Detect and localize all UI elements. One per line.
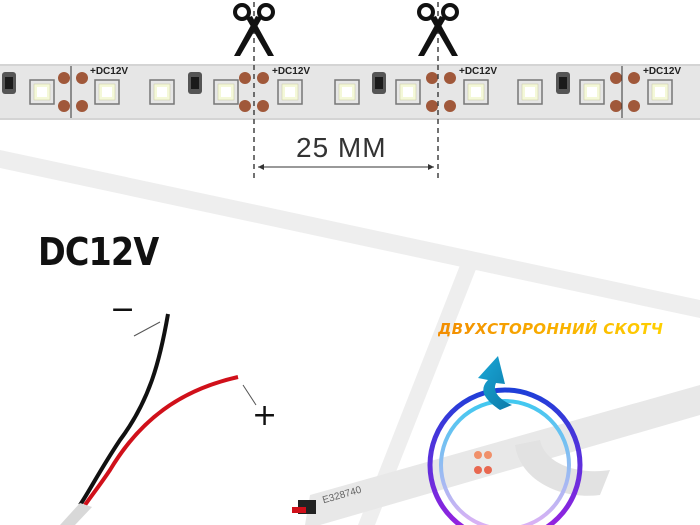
scissors-icon	[233, 3, 275, 56]
positive-label: +	[252, 398, 278, 433]
pcb-label: +DC12V	[90, 66, 129, 77]
scissors-icon	[417, 3, 459, 56]
negative-label: −	[110, 292, 136, 327]
adhesive-label: ДВУХСТОРОННИЙ СКОТЧ	[438, 320, 664, 338]
dimension-label: 25 MM	[296, 132, 387, 163]
dimension-arrow	[258, 164, 434, 170]
cut-mark-right	[417, 2, 459, 182]
panel-dividers	[0, 150, 700, 525]
pcb-label: +DC12V	[272, 66, 311, 77]
rotation-ring	[427, 356, 583, 525]
power-wires	[60, 313, 257, 525]
pcb-label: +DC12V	[459, 66, 498, 77]
rotate-arrow-icon	[478, 356, 512, 410]
pcb-label: +DC12V	[643, 66, 682, 77]
cut-mark-left	[233, 2, 275, 182]
flex-strip	[292, 385, 700, 525]
voltage-heading: DC12V	[38, 230, 159, 274]
led-strip	[0, 64, 700, 120]
